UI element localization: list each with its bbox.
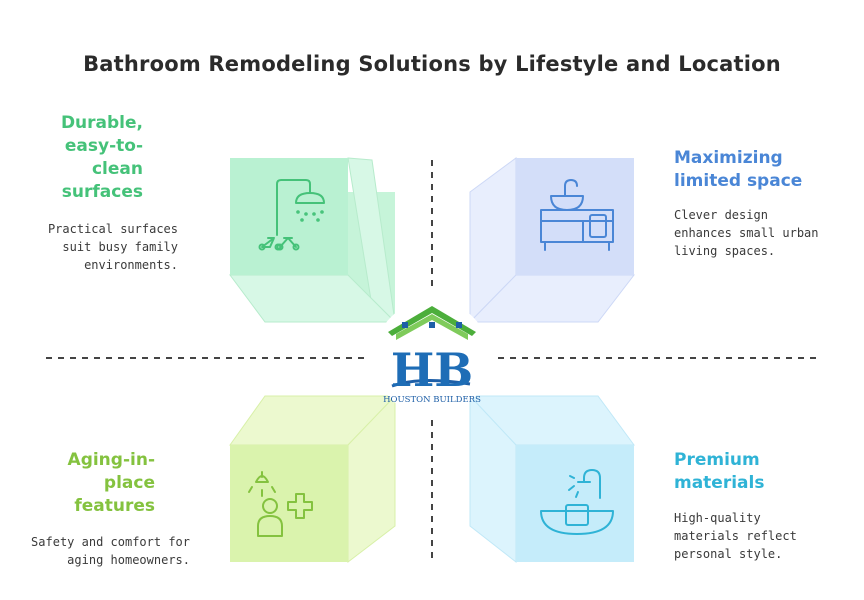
heading-bottom-right: Premium materials [674, 450, 765, 493]
person-safety-icon [248, 471, 313, 537]
heading-top-right: Maximizing limited space [674, 148, 803, 191]
description-bottom-right: High-quality materials reflect personal … [674, 511, 797, 561]
description-top-left: Practical surfaces suit busy family envi… [47, 222, 178, 272]
description-bottom-left: Safety and comfort for aging homeowners. [31, 535, 190, 567]
logo-initials: HB [391, 343, 473, 397]
cube-top-right [468, 157, 636, 324]
logo-company: HOUSTON BUILDERS [383, 395, 481, 405]
heading-top-left: Durable, easy-to-clean surfaces [60, 113, 143, 202]
heading-bottom-left: Aging-in-place features [67, 450, 155, 516]
cube-bottom-right [468, 394, 635, 564]
cube-top-left [229, 157, 397, 324]
vanity-sink-icon [540, 179, 614, 251]
houston-builders-logo: HB HOUSTON BUILDERS [374, 300, 490, 416]
cube-bottom-left [229, 394, 397, 564]
page-title: Bathroom Remodeling Solutions by Lifesty… [83, 52, 781, 76]
basin-faucet-icon [540, 469, 614, 535]
description-top-right: Clever design enhances small urban livin… [674, 208, 819, 258]
shower-icon [258, 179, 325, 251]
